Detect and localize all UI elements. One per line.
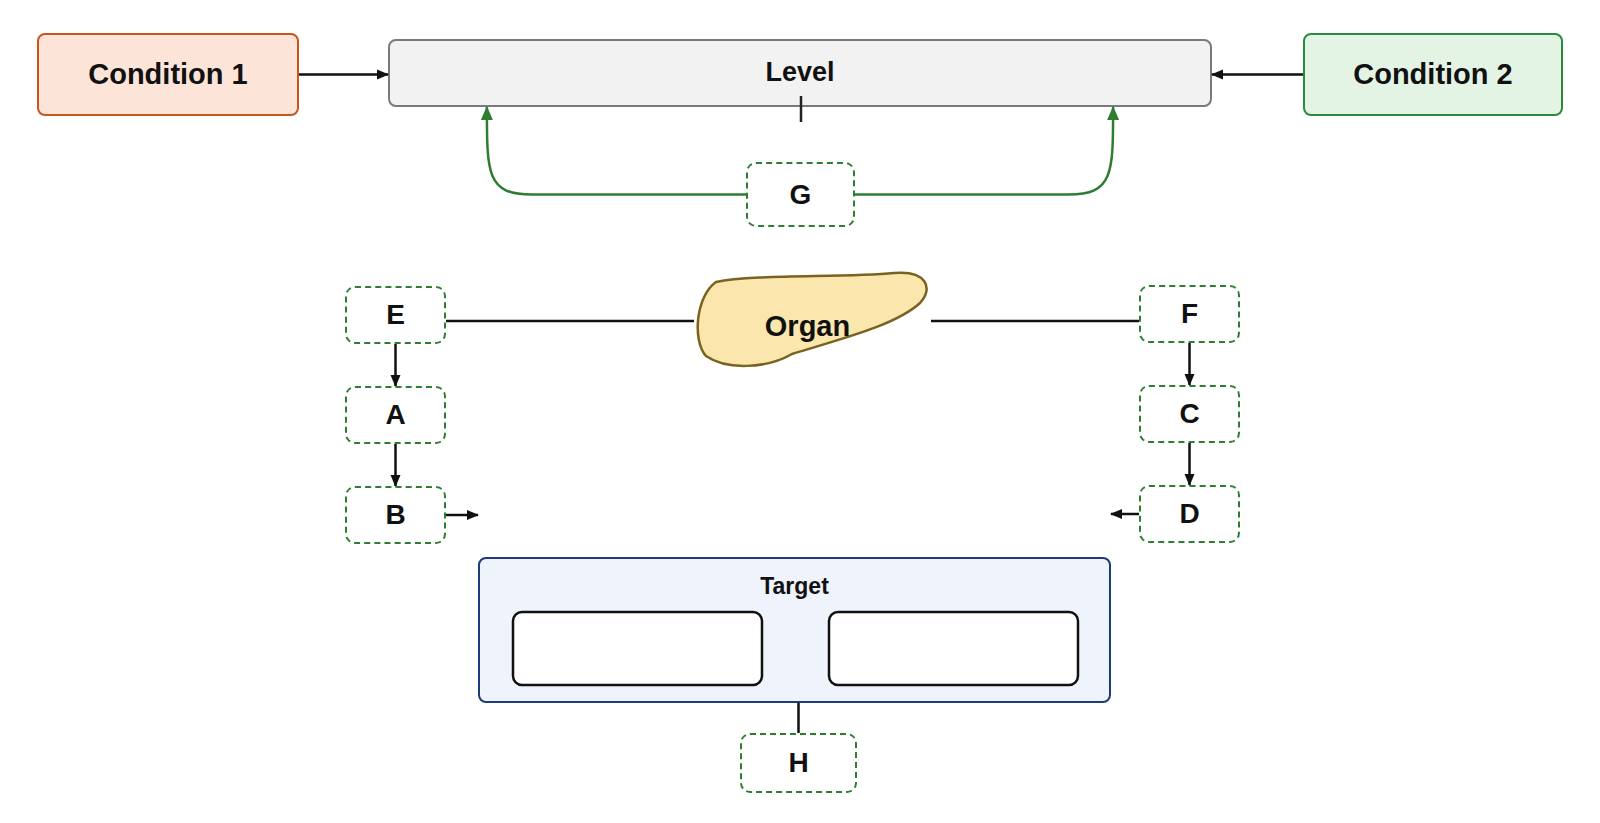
step-box: D <box>1139 485 1240 543</box>
connector <box>446 514 478 517</box>
connector <box>931 320 1139 323</box>
connector <box>797 703 800 733</box>
connector <box>1188 343 1191 385</box>
node-label: E <box>386 299 405 331</box>
node-label: Target <box>760 573 829 600</box>
condition-box: Condition 1 <box>37 33 299 116</box>
node-label: Condition 1 <box>88 58 247 91</box>
step-box: G <box>746 162 855 227</box>
node-label: F <box>1181 298 1198 330</box>
organ-shape: Organ <box>694 270 931 372</box>
step-box: C <box>1139 385 1240 443</box>
node-label: C <box>1179 398 1199 430</box>
connector <box>394 444 397 486</box>
node-label: Condition 2 <box>1353 58 1512 91</box>
connector <box>299 73 388 76</box>
node-label: A <box>385 399 405 431</box>
step-box: E <box>345 286 446 344</box>
connector <box>446 320 694 323</box>
node-label: B <box>385 499 405 531</box>
node-label: H <box>788 747 808 779</box>
node-label: Level <box>765 57 834 88</box>
step-box: F <box>1139 285 1240 343</box>
connector <box>1111 513 1139 516</box>
node-label: D <box>1179 498 1199 530</box>
connector <box>1212 73 1303 76</box>
step-box: H <box>740 733 857 793</box>
step-box: A <box>345 386 446 444</box>
target-box: Target <box>478 557 1111 703</box>
connector <box>1188 443 1191 485</box>
connector <box>487 107 746 195</box>
connector <box>855 107 1113 195</box>
node-label: Organ <box>765 310 850 343</box>
connector <box>394 344 397 386</box>
step-box: B <box>345 486 446 544</box>
node-label: G <box>790 179 812 211</box>
condition-box: Condition 2 <box>1303 33 1563 116</box>
level-bar: Level <box>388 39 1212 107</box>
